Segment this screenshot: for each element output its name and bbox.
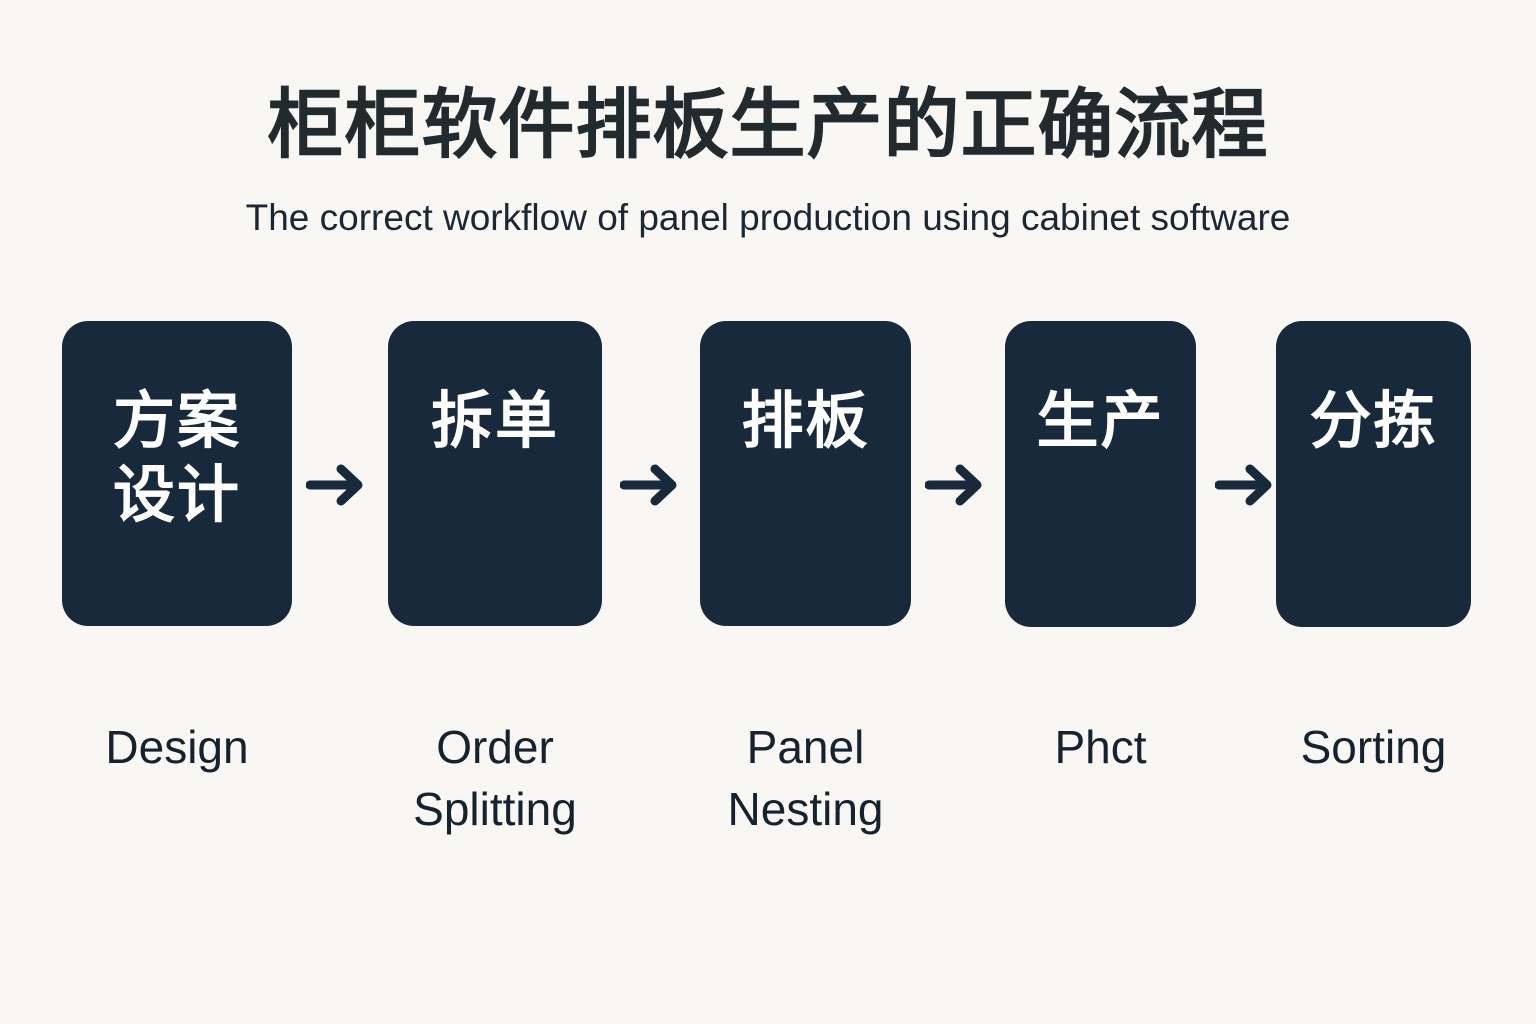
workflow-row: 方案 设计 拆单 排板 生产 分拣 bbox=[0, 321, 1536, 641]
workflow-step-label: 方案 设计 bbox=[112, 387, 241, 530]
workflow-caption-design: Design bbox=[105, 721, 249, 773]
workflow-step-label: 拆单 bbox=[430, 387, 559, 456]
page-subtitle: The correct workflow of panel production… bbox=[245, 197, 1291, 238]
workflow-step-label: 分拣 bbox=[1309, 387, 1438, 456]
right-arrow-icon bbox=[620, 462, 682, 508]
right-arrow-icon bbox=[1215, 462, 1277, 508]
workflow-step-design[interactable]: 方案 设计 bbox=[62, 321, 292, 626]
workflow-step-sorting[interactable]: 分拣 bbox=[1276, 321, 1471, 627]
workflow-step-production[interactable]: 生产 bbox=[1005, 321, 1196, 627]
workflow-caption-sorting: Sorting bbox=[1300, 721, 1447, 773]
right-arrow-icon bbox=[306, 462, 368, 508]
workflow-caption-production: Phct bbox=[1054, 721, 1147, 773]
workflow-step-label: 排板 bbox=[741, 387, 870, 456]
workflow-caption-order-splitting: Order Splitting bbox=[413, 721, 577, 835]
page-title: 柜柜软件排板生产的正确流程 bbox=[267, 83, 1269, 168]
right-arrow-icon bbox=[925, 462, 987, 508]
workflow-step-label: 生产 bbox=[1036, 387, 1165, 456]
workflow-step-panel-nesting[interactable]: 排板 bbox=[700, 321, 911, 626]
workflow-step-order-splitting[interactable]: 拆单 bbox=[388, 321, 602, 626]
workflow-caption-panel-nesting: Panel Nesting bbox=[727, 721, 884, 835]
